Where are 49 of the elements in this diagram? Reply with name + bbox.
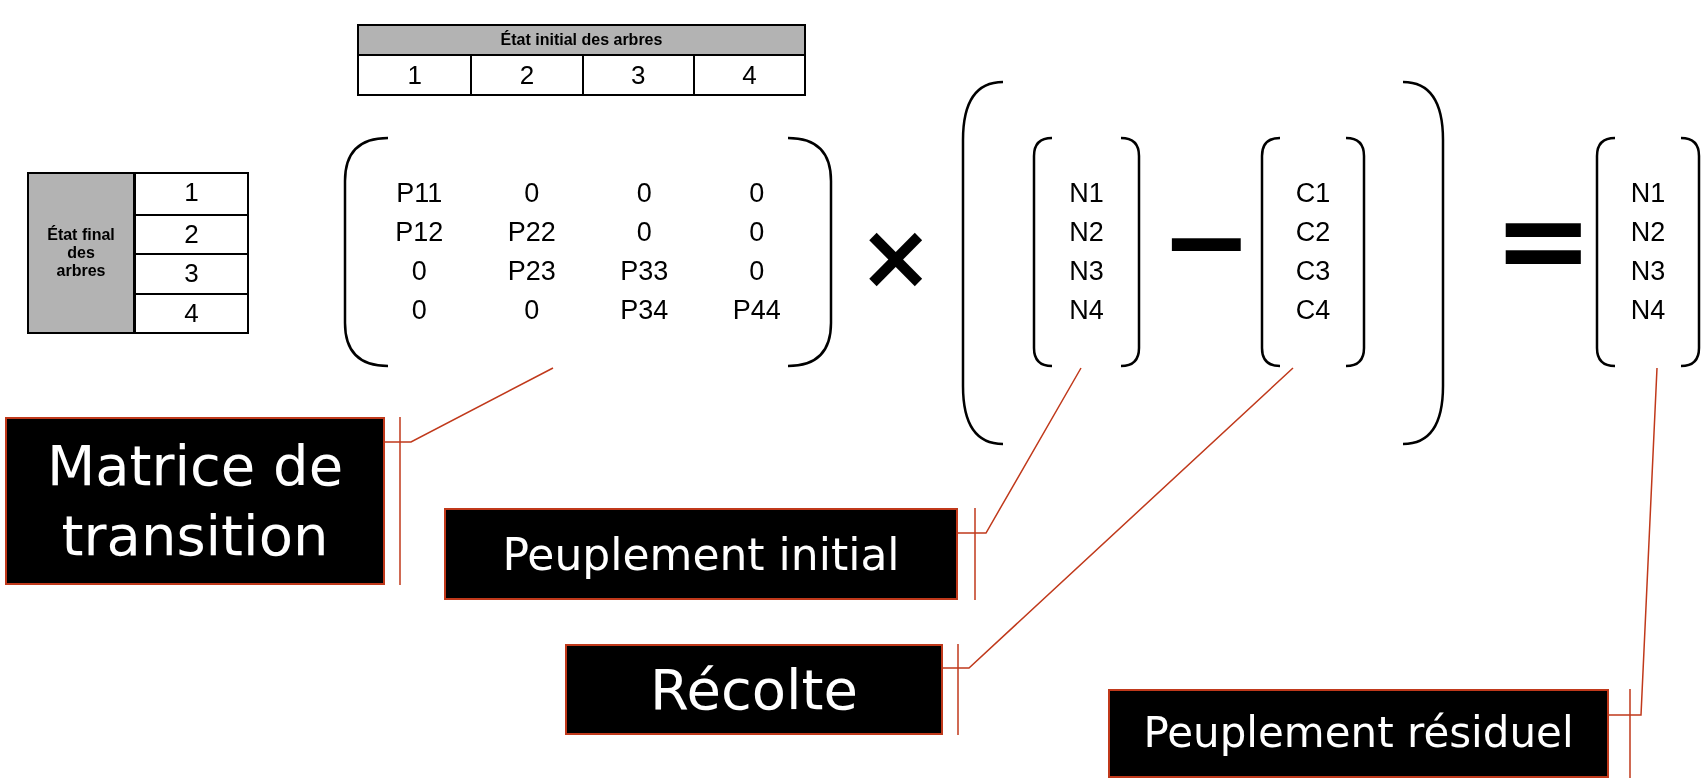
matrix-entry: C2 [1294, 216, 1332, 249]
matrix-entry: C1 [1294, 177, 1332, 210]
matrix-entry: 0 [410, 255, 428, 288]
table-header: État initial des arbres [359, 26, 804, 56]
table-cell: 2 [470, 56, 582, 94]
matrix-entry: 0 [748, 255, 766, 288]
matrix-entry: 0 [523, 294, 541, 327]
matrix-entry: 0 [635, 177, 653, 210]
table-cell: 4 [136, 292, 247, 332]
matrix-entry: P22 [506, 216, 557, 249]
matrix-entry: P33 [619, 255, 670, 288]
matrix-entry: N3 [1068, 255, 1105, 288]
matrix-entry: N4 [1068, 294, 1105, 327]
matrix-entry: P12 [394, 216, 445, 249]
table-cell: 4 [692, 56, 804, 94]
table-cell: 2 [136, 213, 247, 253]
matrix-entry: 0 [635, 216, 653, 249]
multiply-sign: × [858, 212, 934, 302]
matrix-entry: C4 [1294, 294, 1332, 327]
matrix-entry: P23 [506, 255, 557, 288]
matrix-entry: P44 [731, 294, 782, 327]
matrix-entry: 0 [748, 177, 766, 210]
matrix-entry: C3 [1294, 255, 1332, 288]
table-cell-text: 1 [183, 176, 200, 209]
label-box: Peuplement résiduel [1108, 689, 1609, 778]
table-header: État final des arbres [29, 174, 136, 332]
table-cell: 3 [136, 253, 247, 293]
matrix-entry: P34 [619, 294, 670, 327]
matrix-entry: N1 [1068, 177, 1105, 210]
table-cell-text: 1 [406, 59, 423, 92]
matrix-entry: 0 [748, 216, 766, 249]
matrix-entry: N1 [1629, 177, 1667, 210]
minus-sign: − [1160, 186, 1253, 296]
leader-line [1608, 367, 1658, 716]
matrix-entry: 0 [410, 294, 428, 327]
leader-line [384, 367, 554, 443]
label-box: Peuplement initial [444, 508, 958, 600]
label-box: Récolte [565, 644, 943, 735]
matrix-entry: N2 [1068, 216, 1105, 249]
leader-line [957, 367, 1082, 534]
leader-line [942, 367, 1294, 669]
label-box: Matrice de transition [5, 417, 385, 585]
table-cell: 3 [581, 56, 693, 94]
matrix-entry: N4 [1629, 294, 1667, 327]
matrix-entry: P11 [395, 177, 444, 210]
matrix-entry: 0 [523, 177, 541, 210]
matrix-entry: N3 [1629, 255, 1667, 288]
equals-sign: = [1493, 180, 1594, 300]
matrix-entry: N2 [1629, 216, 1667, 249]
